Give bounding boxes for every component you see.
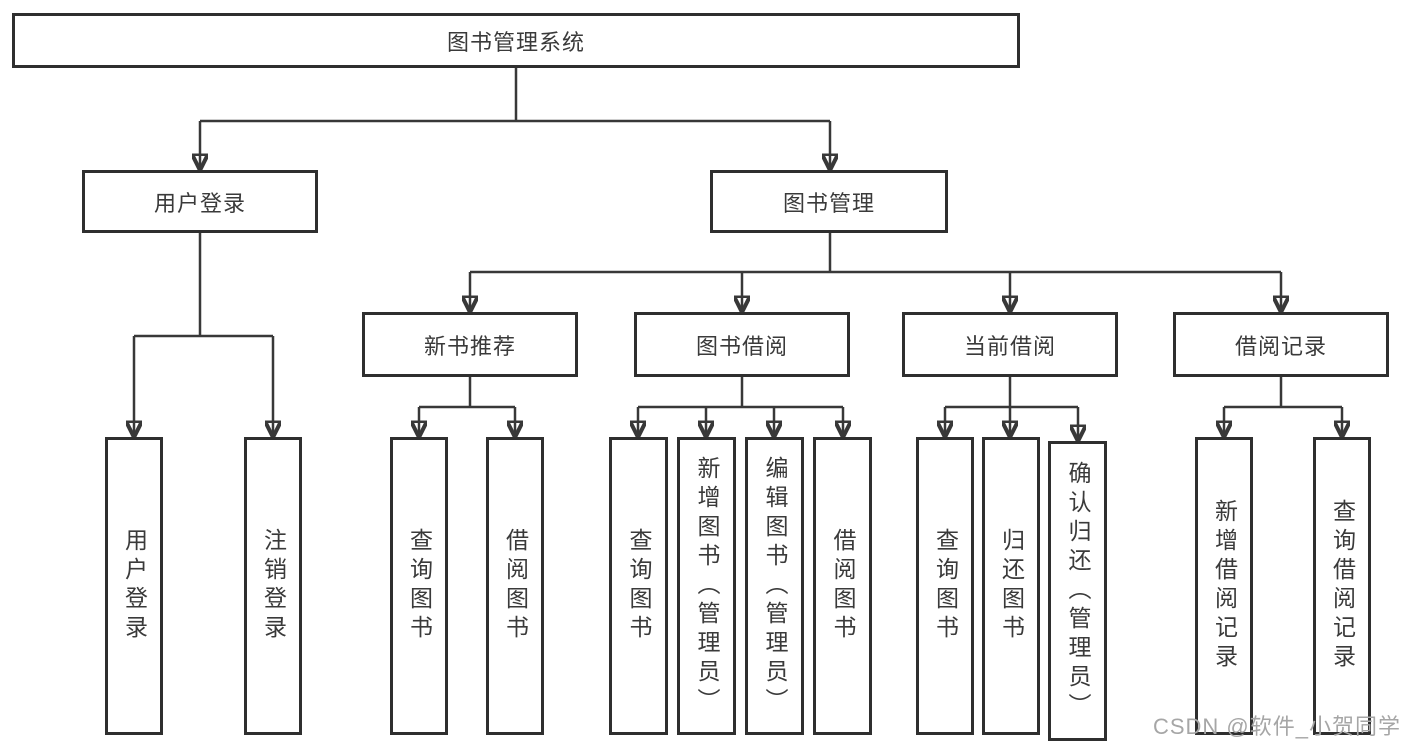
node-borrow-records: 借阅记录 [1173, 312, 1389, 377]
leaf-bb-edit-books-admin: 编辑图书（管理员） [745, 437, 804, 735]
node-book-management: 图书管理 [710, 170, 948, 233]
leaf-cb-confirm-return-admin: 确认归还（管理员） [1048, 441, 1107, 741]
connector-trunks [134, 68, 1342, 409]
leaf-rec-query-books: 查询图书 [390, 437, 448, 735]
leaf-rec-borrow-books: 借阅图书 [486, 437, 544, 735]
leaf-br-query-record: 查询借阅记录 [1313, 437, 1371, 735]
node-user-login: 用户登录 [82, 170, 318, 233]
node-root-system: 图书管理系统 [12, 13, 1020, 68]
leaf-user-login: 用户登录 [105, 437, 163, 735]
connector-arrows [134, 121, 1342, 438]
leaf-logout: 注销登录 [244, 437, 302, 735]
leaf-bb-query-books: 查询图书 [609, 437, 668, 735]
leaf-bb-add-books-admin: 新增图书（管理员） [677, 437, 736, 735]
leaf-br-add-record: 新增借阅记录 [1195, 437, 1253, 735]
leaf-bb-borrow-books: 借阅图书 [813, 437, 872, 735]
node-new-book-recommend: 新书推荐 [362, 312, 578, 377]
node-current-borrow: 当前借阅 [902, 312, 1118, 377]
leaf-cb-return-books: 归还图书 [982, 437, 1040, 735]
node-book-borrow: 图书借阅 [634, 312, 850, 377]
csdn-watermark: CSDN @软件_小贺同学 [1152, 714, 1401, 739]
leaf-cb-query-books: 查询图书 [916, 437, 974, 735]
